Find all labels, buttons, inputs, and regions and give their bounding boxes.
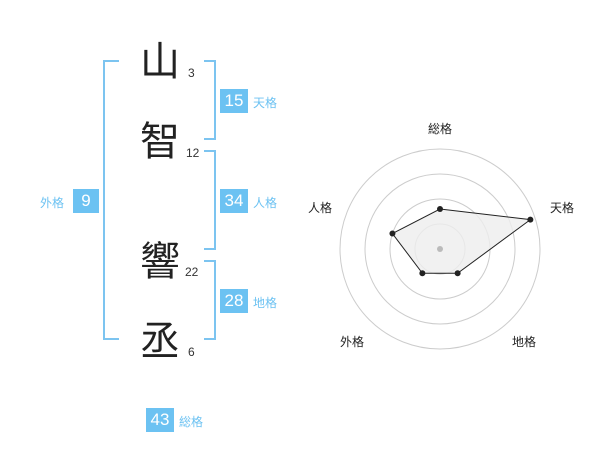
stroke-count-4: 6 bbox=[188, 345, 195, 359]
gaikaku-value: 9 bbox=[73, 189, 99, 213]
radar-point-4 bbox=[419, 270, 426, 277]
stroke-count-1: 3 bbox=[188, 66, 195, 80]
name-char-4: 丞 bbox=[140, 319, 180, 365]
stroke-count-2: 12 bbox=[186, 146, 200, 160]
gaikaku-label: 外格 bbox=[40, 196, 65, 210]
radar-axis-label-gaikaku: 外格 bbox=[340, 335, 365, 349]
radar-axis-label-jinkaku: 人格 bbox=[308, 201, 333, 215]
chikaku-value: 28 bbox=[220, 289, 248, 313]
radar-center-point bbox=[437, 246, 443, 252]
radar-point-5 bbox=[389, 230, 396, 237]
radar-axis-label-chikaku: 地格 bbox=[512, 335, 537, 349]
tenkaku-label: 天格 bbox=[253, 96, 278, 110]
radar-axis-label-soukaku: 総格 bbox=[428, 122, 453, 136]
radar-grid-ring-4 bbox=[339, 148, 541, 350]
tenkaku-value: 15 bbox=[220, 89, 248, 113]
jinkaku-label: 人格 bbox=[253, 196, 278, 210]
name-char-3: 響 bbox=[140, 239, 180, 285]
radar-grid-ring-3 bbox=[364, 173, 516, 325]
name-char-2: 智 bbox=[140, 119, 180, 165]
chikaku-label: 地格 bbox=[253, 296, 278, 310]
soukaku-label: 総格 bbox=[179, 415, 204, 429]
radar-point-1 bbox=[437, 206, 443, 212]
jinkaku-bracket bbox=[204, 150, 216, 250]
radar-point-2 bbox=[527, 216, 534, 223]
radar-series-area bbox=[391, 208, 532, 274]
soukaku-value: 43 bbox=[146, 408, 174, 432]
chikaku-bracket bbox=[204, 260, 216, 340]
radar-axis-label-tenkaku: 天格 bbox=[550, 201, 575, 215]
jinkaku-value: 34 bbox=[220, 189, 248, 213]
name-char-1: 山 bbox=[140, 39, 180, 85]
stroke-count-3: 22 bbox=[185, 265, 199, 279]
gaikaku-bracket bbox=[103, 60, 119, 340]
tenkaku-bracket bbox=[204, 60, 216, 140]
radar-point-3 bbox=[454, 270, 461, 277]
